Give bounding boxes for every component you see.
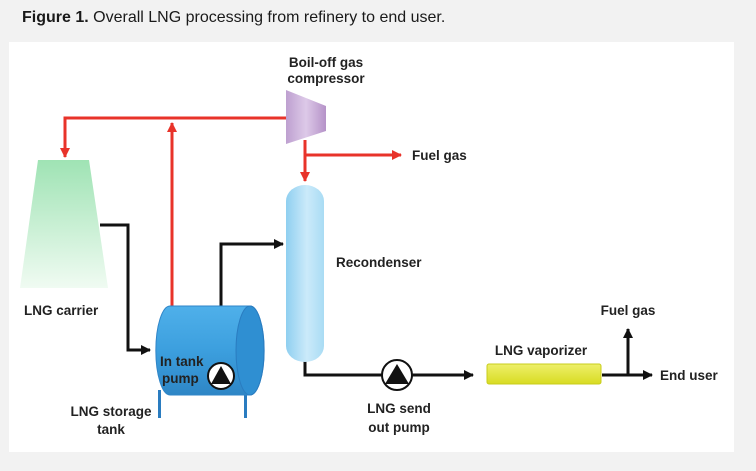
in-tank-pump-label-1: In tank (160, 354, 204, 369)
caption-label: Figure 1. (22, 9, 89, 26)
sendout-pump-label-1: LNG send (367, 401, 431, 416)
in-tank-pump-label-2: pump (162, 371, 199, 386)
lng-carrier-shape (20, 160, 108, 288)
storage-tank-leg-left (158, 390, 161, 418)
carrier-unload-line (100, 223, 151, 355)
lng-carrier-label: LNG carrier (24, 303, 99, 318)
recondenser-label: Recondenser (336, 255, 422, 270)
caption-text: Overall LNG processing from refinery to … (93, 9, 446, 26)
boiloff-compressor-label-2: compressor (287, 71, 365, 86)
boiloff-compressor-label-1: Boil-off gas (289, 55, 363, 70)
in-tank-pump-triangle (211, 366, 231, 384)
storage-tank-end (235, 305, 265, 396)
sendout-pump-triangle (385, 364, 409, 384)
storage-tank-label-2: tank (97, 422, 125, 437)
diagram-panel (9, 42, 734, 452)
lng-vaporizer-label: LNG vaporizer (495, 343, 588, 358)
boiloff-header-line (60, 116, 286, 158)
recondenser-shape (286, 185, 324, 362)
end-user-label: End user (660, 368, 719, 383)
storage-tank-leg-right (244, 390, 247, 418)
lng-vaporizer-shape (486, 363, 602, 385)
storage-tank-label-1: LNG storage (70, 404, 152, 419)
figure-caption: Figure 1. Overall LNG processing from re… (22, 9, 445, 27)
boiloff-compressor-shape (286, 90, 326, 144)
fuel-gas-right-label: Fuel gas (601, 303, 656, 318)
fuel-gas-top-label: Fuel gas (412, 148, 467, 163)
recondenser-outlet-line (303, 360, 474, 380)
sendout-pump-label-2: out pump (368, 420, 429, 435)
